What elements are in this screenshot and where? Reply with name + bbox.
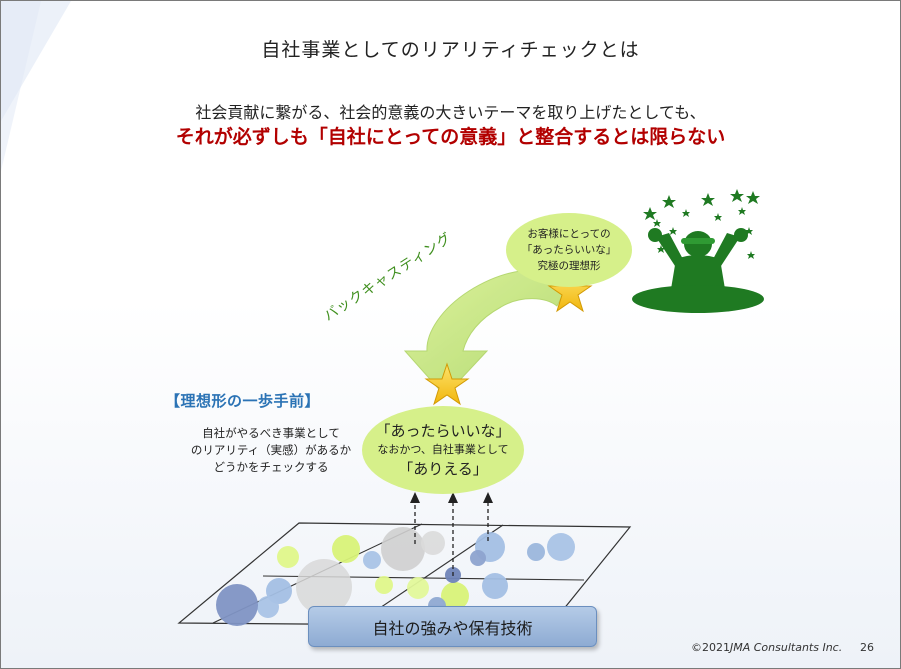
reality-check-line: 「ありえる」: [398, 460, 488, 478]
left-panel-line: 自社がやるべき事業として: [202, 426, 340, 440]
bubble-gray: [421, 531, 445, 555]
slide-subtitle: 社会貢献に繋がる、社会的意義の大きいテーマを取り上げたとしても、: [195, 103, 706, 122]
grid-bubbles: [216, 527, 575, 626]
reality-check-bubble: 「あったらいいな」 なおかつ、自社事業として 「ありえる」: [362, 406, 524, 494]
bubble-blue: [527, 543, 545, 561]
bubble-gray: [296, 559, 352, 615]
ideal-form-line: お客様にとっての: [527, 228, 611, 240]
backcast-arrow: [403, 269, 572, 397]
left-panel-line: どうかをチェックする: [213, 460, 329, 474]
ideal-form-line: 「あったらいいな」: [521, 244, 617, 256]
bubble-blue: [257, 596, 279, 618]
strengths-box: 自社の強みや保有技術: [308, 606, 597, 647]
celebrating-person-icon: [632, 189, 764, 313]
ideal-form-line: 究極の理想形: [537, 260, 601, 272]
bubble-navy: [470, 550, 486, 566]
bubble-green: [441, 582, 469, 610]
bubble-blue: [363, 551, 381, 569]
reality-check-line: 「あったらいいな」: [375, 422, 511, 440]
bubble-green: [407, 577, 429, 599]
reality-check-line: なおかつ、自社事業として: [377, 443, 509, 456]
company-name: JMA Consultants Inc.: [730, 641, 843, 654]
footer-copyright: ©2021JMA Consultants Inc.: [691, 641, 842, 654]
bubble-gray: [381, 527, 425, 571]
dashed-arrows: [410, 492, 493, 576]
slide-title: 自社事業としてのリアリティチェックとは: [261, 39, 640, 61]
slide-key-message: それが必ずしも「自社にとっての意義」と整合するとは限らない: [175, 126, 726, 148]
bubble-blue: [482, 573, 508, 599]
page-number: 26: [860, 641, 874, 654]
left-panel-line: のリアリティ（実感）があるか: [190, 443, 352, 457]
bubble-green: [277, 546, 299, 568]
ideal-form-bubble: お客様にとっての 「あったらいいな」 究極の理想形: [506, 213, 632, 287]
bubble-blue: [547, 533, 575, 561]
bubble-navy: [216, 584, 258, 626]
background-decor: [1, 1, 71, 171]
bubble-green: [375, 576, 393, 594]
left-panel-description: 自社がやるべき事業として のリアリティ（実感）があるか どうかをチェックする: [161, 425, 381, 476]
star-icon: [424, 362, 470, 406]
left-panel-heading: 【理想形の一歩手前】: [165, 392, 321, 410]
copyright-year: ©2021: [691, 641, 730, 654]
bubble-green: [332, 535, 360, 563]
